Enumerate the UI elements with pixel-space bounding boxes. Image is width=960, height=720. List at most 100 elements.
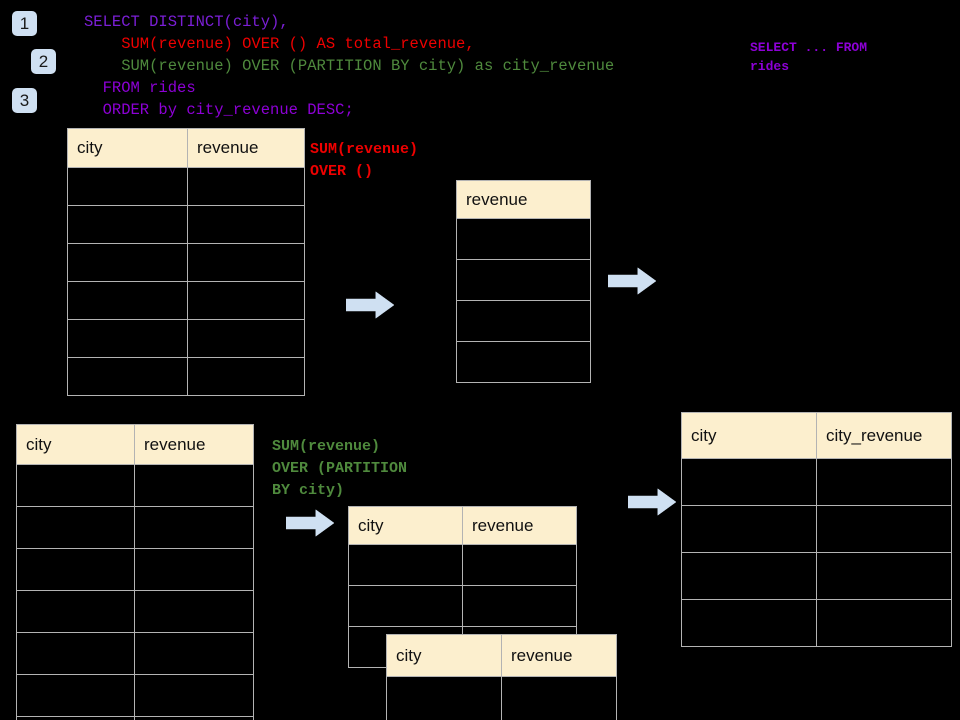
table-row xyxy=(16,590,254,633)
table-row xyxy=(67,205,305,244)
table-cell-city xyxy=(348,585,463,627)
column-header-city: city xyxy=(386,634,502,677)
table-cell-city xyxy=(16,548,135,591)
table-cell-revenue xyxy=(187,319,305,358)
table-cell-city xyxy=(67,243,188,282)
table-cell-city xyxy=(681,599,817,647)
table-cell-revenue xyxy=(134,674,254,717)
table-row xyxy=(456,259,591,301)
step-badge-1: 1 xyxy=(12,11,37,36)
sum-over-empty-label: SUM(revenue) OVER () xyxy=(310,141,419,180)
table-cell-revenue xyxy=(134,464,254,507)
table-row xyxy=(681,505,952,553)
table-row xyxy=(16,716,254,720)
table-cell-revenue xyxy=(134,716,254,720)
sql-line-3: SUM(revenue) OVER (PARTITION BY city) as… xyxy=(84,57,615,75)
arrow-right-icon xyxy=(627,488,677,516)
table-row xyxy=(386,676,617,720)
table-cell-city xyxy=(67,319,188,358)
table-row xyxy=(348,544,577,586)
table-cell-revenue xyxy=(134,632,254,675)
table-cell-revenue xyxy=(187,281,305,320)
table-cell-revenue xyxy=(456,341,591,383)
table-row xyxy=(456,218,591,260)
table-row xyxy=(456,300,591,342)
table-cell-city xyxy=(67,357,188,396)
arrow-right-icon xyxy=(285,509,335,537)
table-cell-revenue xyxy=(134,506,254,549)
table-row xyxy=(67,243,305,282)
table-cell-city xyxy=(16,464,135,507)
table-row xyxy=(16,674,254,717)
step-badge-3: 3 xyxy=(12,88,37,113)
table-cell-city xyxy=(348,544,463,586)
table-row xyxy=(67,357,305,396)
table-cell-city_revenue xyxy=(816,552,952,600)
arrow-partition-to-result xyxy=(627,487,677,517)
table-row xyxy=(456,341,591,383)
table-cell-revenue xyxy=(187,357,305,396)
table-row xyxy=(16,632,254,675)
column-header-revenue: revenue xyxy=(462,506,577,545)
column-header-revenue: revenue xyxy=(187,128,305,168)
table-row xyxy=(67,319,305,358)
table-cell-revenue xyxy=(134,548,254,591)
table-cell-revenue xyxy=(187,167,305,206)
table-row xyxy=(681,458,952,506)
total-revenue-table: revenue xyxy=(456,180,591,383)
sql-line-4: FROM rides xyxy=(84,79,196,97)
table-cell-city xyxy=(67,281,188,320)
sum-over-partition-label: SUM(revenue) OVER (PARTITION BY city) xyxy=(272,438,408,499)
column-header-city: city xyxy=(348,506,463,545)
table-row xyxy=(681,599,952,647)
table-cell-revenue xyxy=(456,259,591,301)
arrow-right-icon xyxy=(607,267,657,295)
table-row xyxy=(67,281,305,320)
table-cell-city xyxy=(16,632,135,675)
table-cell-city xyxy=(386,676,502,720)
table-cell-city xyxy=(67,205,188,244)
table-cell-revenue xyxy=(462,544,577,586)
table-row xyxy=(16,506,254,549)
sql-line-2: SUM(revenue) OVER () AS total_revenue, xyxy=(84,35,475,53)
column-header-city: city xyxy=(67,128,188,168)
table-cell-city xyxy=(16,590,135,633)
table-cell-city xyxy=(681,458,817,506)
column-header-city_revenue: city_revenue xyxy=(816,412,952,459)
sql-query-block: SELECT DISTINCT(city), SUM(revenue) OVER… xyxy=(84,11,614,121)
select-from-rides-note: SELECT ... FROM rides xyxy=(750,40,868,74)
table-cell-city_revenue xyxy=(816,599,952,647)
table-cell-revenue xyxy=(462,585,577,627)
table-cell-city xyxy=(67,167,188,206)
table-cell-city_revenue xyxy=(816,505,952,553)
table-header-row: revenue xyxy=(456,180,591,219)
column-header-revenue: revenue xyxy=(501,634,617,677)
table-cell-city_revenue xyxy=(816,458,952,506)
column-header-city: city xyxy=(16,424,135,465)
table-cell-city xyxy=(16,716,135,720)
arrow-rides-to-partition xyxy=(285,508,335,538)
sql-line-1: SELECT DISTINCT(city), xyxy=(84,13,289,31)
arrow-total-to-result xyxy=(607,266,657,296)
table-cell-city xyxy=(16,506,135,549)
column-header-city: city xyxy=(681,412,817,459)
table-row xyxy=(67,167,305,206)
table-cell-city xyxy=(681,552,817,600)
table-cell-city xyxy=(681,505,817,553)
table-row xyxy=(681,552,952,600)
column-header-revenue: revenue xyxy=(456,180,591,219)
sql-line-5: ORDER by city_revenue DESC; xyxy=(84,101,354,119)
step-badge-2: 2 xyxy=(31,49,56,74)
table-cell-revenue xyxy=(456,300,591,342)
table-cell-city xyxy=(16,674,135,717)
table-cell-revenue xyxy=(501,676,617,720)
arrow-right-icon xyxy=(345,291,395,319)
